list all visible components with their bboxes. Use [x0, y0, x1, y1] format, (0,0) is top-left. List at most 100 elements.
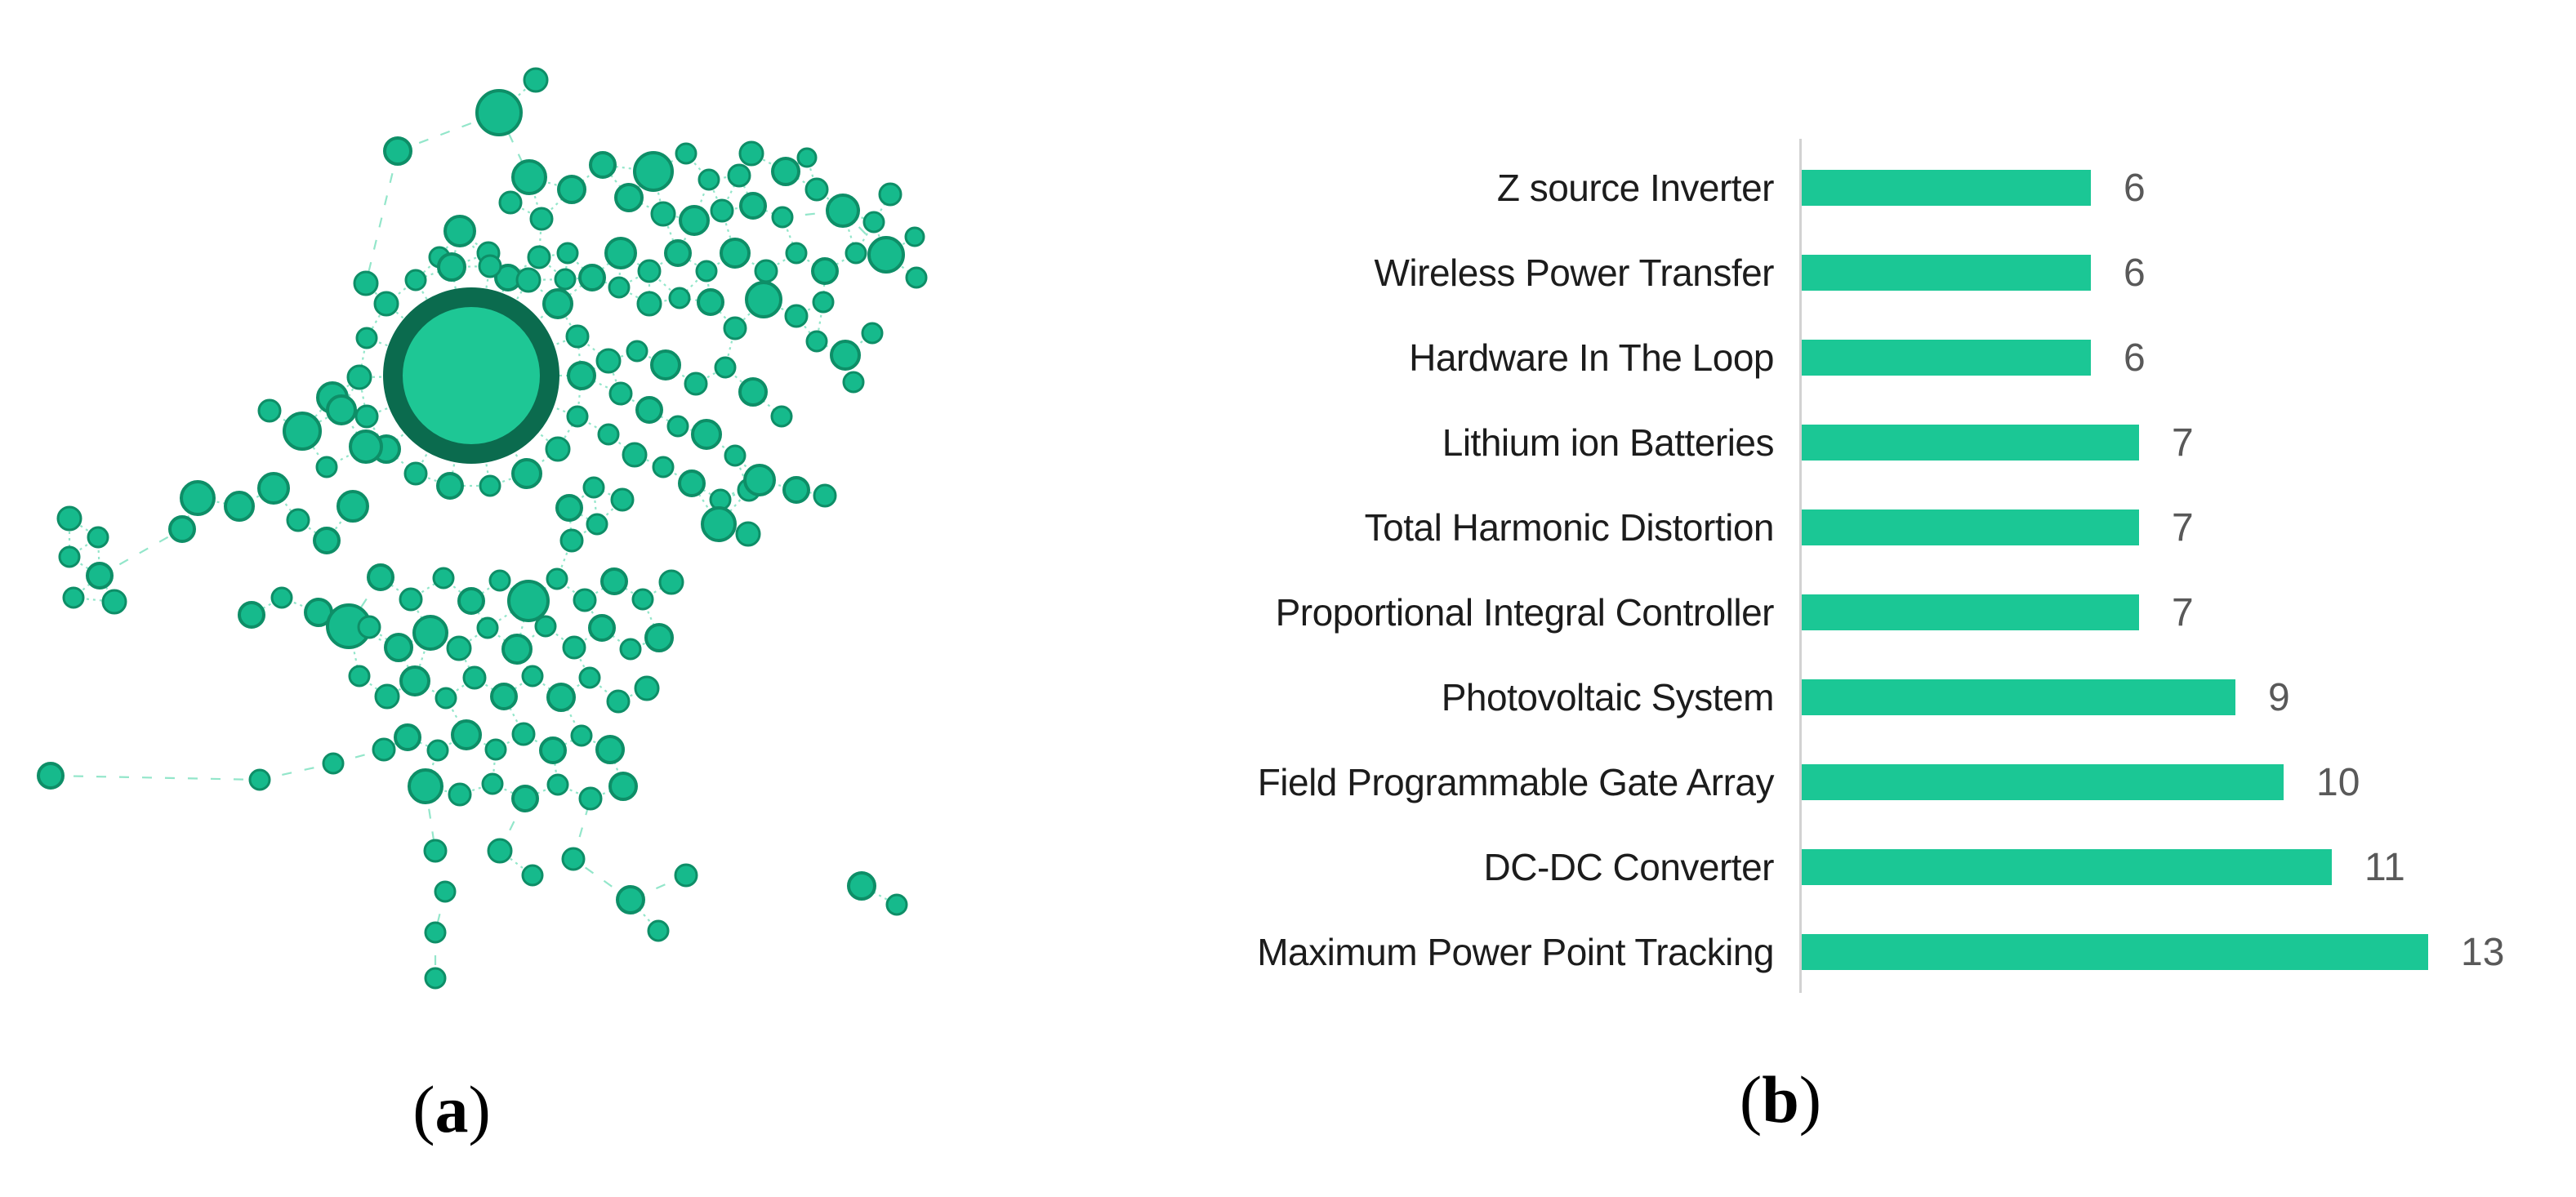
- network-node: [600, 567, 628, 595]
- value-label: 6: [2124, 336, 2146, 380]
- network-node: [511, 785, 539, 812]
- network-edge: [571, 523, 598, 541]
- network-node: [885, 893, 908, 916]
- network-node: [554, 268, 577, 291]
- network-node: [739, 192, 767, 220]
- network-node: [650, 349, 681, 380]
- network-edge: [608, 349, 638, 363]
- network-node: [539, 736, 567, 764]
- network-node: [826, 194, 860, 228]
- network-node: [724, 444, 747, 467]
- bar: [1802, 764, 2284, 800]
- network-node: [635, 396, 663, 424]
- keyword-cooccurrence-network: [37, 67, 928, 990]
- value-label: 13: [2461, 930, 2505, 974]
- network-node: [523, 67, 549, 93]
- network-node: [62, 586, 85, 609]
- network-node: [527, 245, 551, 269]
- network-node: [812, 291, 835, 314]
- network-node: [475, 89, 523, 136]
- value-label: 10: [2316, 760, 2360, 804]
- network-node: [813, 483, 837, 508]
- network-node: [399, 587, 423, 612]
- network-node: [614, 183, 644, 212]
- network-edge: [591, 276, 620, 289]
- network-node: [37, 762, 65, 790]
- network-node: [257, 398, 282, 423]
- network-edge: [581, 360, 609, 376]
- network-node: [608, 381, 633, 406]
- network-edge: [720, 488, 750, 501]
- bar: [1802, 849, 2332, 885]
- category-label: Proportional Integral Controller: [1275, 591, 1775, 634]
- bar: [1802, 510, 2139, 545]
- network-node: [484, 738, 507, 761]
- network-node: [521, 665, 544, 687]
- caption-b-close-paren: ): [1798, 1062, 1822, 1137]
- network-node: [224, 491, 255, 522]
- network-node: [372, 737, 396, 762]
- network-node: [905, 266, 928, 289]
- network-node: [424, 967, 447, 990]
- network-node: [384, 633, 413, 662]
- network-node: [180, 480, 216, 516]
- network-node: [771, 206, 794, 229]
- caption-b-open-paren: (: [1739, 1062, 1763, 1137]
- network-node: [633, 151, 674, 192]
- network-node: [561, 847, 586, 871]
- network-node: [490, 683, 518, 710]
- network-node: [451, 719, 482, 750]
- network-node: [606, 689, 631, 714]
- network-edge: [796, 488, 826, 497]
- network-node: [374, 683, 400, 710]
- network-node: [770, 405, 793, 428]
- network-node: [546, 773, 569, 796]
- network-edge: [99, 575, 115, 603]
- value-label: 11: [2364, 845, 2405, 889]
- panel-a-caption: (a): [412, 1071, 491, 1148]
- network-node: [346, 364, 372, 390]
- network-node: [771, 157, 800, 186]
- network-node: [443, 215, 476, 247]
- network-node: [479, 474, 501, 497]
- network-node: [501, 634, 533, 665]
- network-node: [248, 768, 271, 791]
- network-node: [691, 419, 722, 450]
- network-node: [675, 142, 697, 165]
- bar: [1802, 425, 2139, 461]
- network-node: [622, 442, 648, 468]
- category-label: Total Harmonic Distortion: [1364, 506, 1775, 549]
- network-node: [811, 257, 839, 285]
- network-node: [573, 588, 597, 612]
- network-node: [785, 242, 808, 265]
- network-node: [784, 304, 809, 328]
- network-node: [521, 864, 544, 887]
- bar: [1802, 934, 2428, 970]
- network-node: [631, 588, 654, 611]
- network-node: [515, 267, 541, 293]
- network-node: [862, 211, 885, 234]
- network-node: [313, 527, 341, 554]
- network-node: [714, 356, 737, 379]
- value-label: 7: [2172, 505, 2194, 550]
- category-label: Lithium ion Batteries: [1442, 421, 1775, 464]
- network-node: [434, 880, 457, 903]
- network-node: [529, 207, 554, 231]
- network-edge: [648, 296, 680, 305]
- caption-a-close-paren: ): [468, 1072, 491, 1146]
- network-node: [511, 159, 547, 195]
- network-node: [842, 371, 865, 394]
- value-label: 7: [2172, 590, 2194, 634]
- network-node: [878, 182, 902, 207]
- caption-a-open-paren: (: [412, 1072, 435, 1146]
- network-node: [168, 515, 196, 543]
- network-node: [58, 545, 81, 568]
- network-node: [666, 415, 689, 438]
- network-node: [867, 236, 905, 274]
- category-label: Maximum Power Point Tracking: [1257, 931, 1774, 973]
- value-label: 7: [2172, 421, 2194, 465]
- network-node: [286, 508, 310, 532]
- network-node: [578, 264, 606, 291]
- network-node: [567, 361, 596, 390]
- network-node: [349, 429, 383, 464]
